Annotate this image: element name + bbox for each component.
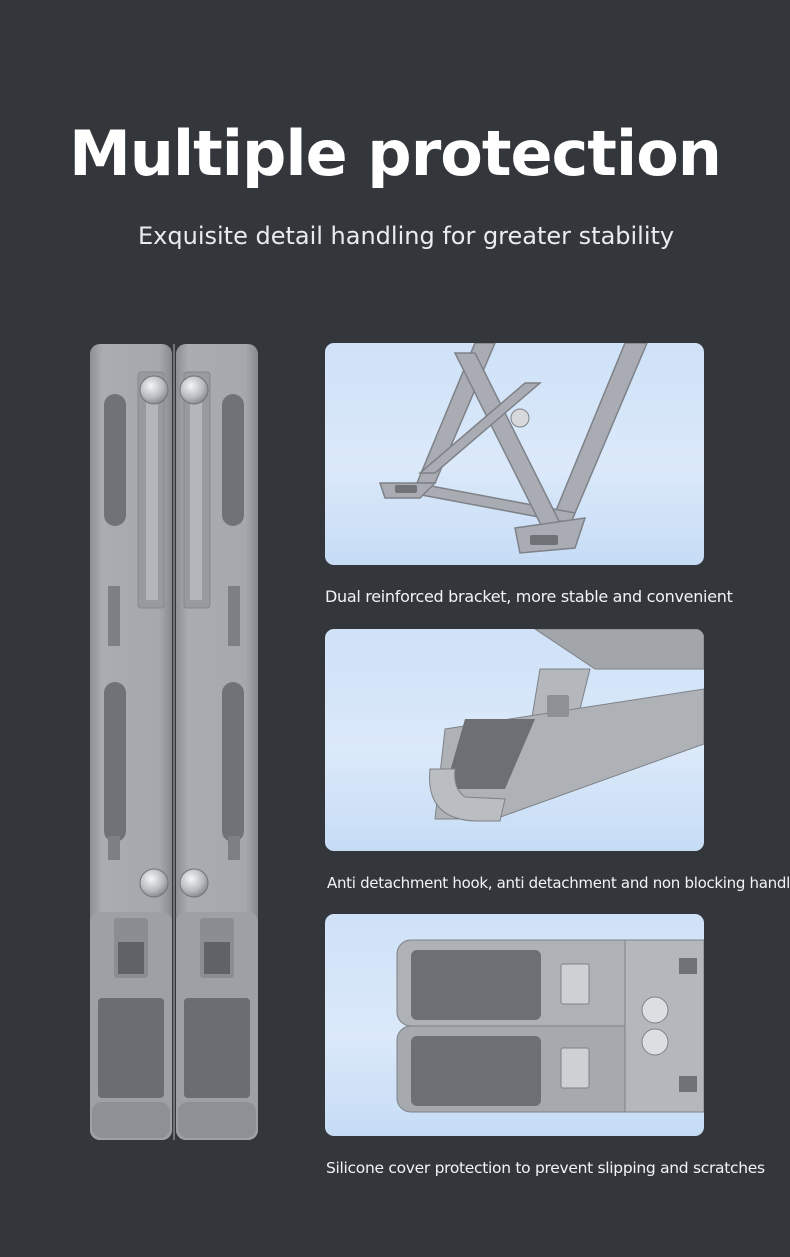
feature-image-silicone xyxy=(325,914,704,1136)
folded-stand-image xyxy=(88,342,260,1142)
page-title: Multiple protection xyxy=(69,117,722,190)
stand-left-half xyxy=(90,344,172,1140)
page-subtitle: Exquisite detail handling for greater st… xyxy=(138,222,675,250)
stand-right-half xyxy=(176,344,258,1140)
feature-caption-silicone: Silicone cover protection to prevent sli… xyxy=(326,1159,765,1177)
feature-caption-bracket: Dual reinforced bracket, more stable and… xyxy=(325,587,733,606)
feature-image-bracket xyxy=(325,343,704,565)
feature-image-hook xyxy=(325,629,704,851)
feature-caption-hook: Anti detachment hook, anti detachment an… xyxy=(327,874,790,892)
